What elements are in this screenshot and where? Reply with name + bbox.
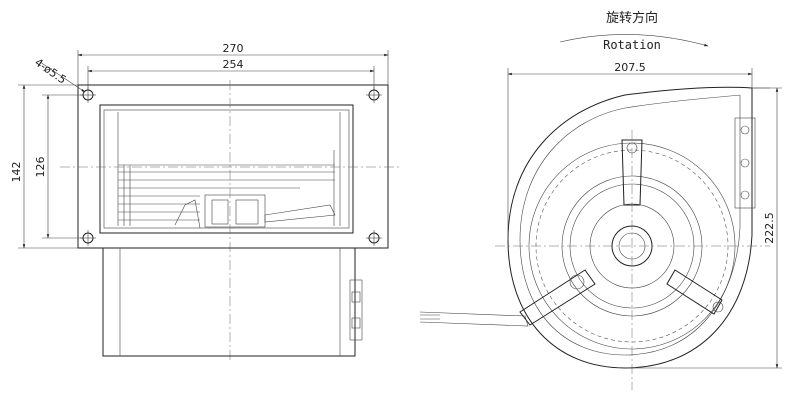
housing-width-label: 207.5 — [614, 61, 646, 74]
mount-flange — [77, 84, 389, 249]
dimension-overall-height: 142 — [10, 84, 78, 249]
rotation-arrow — [559, 34, 709, 47]
dimension-hole-spacing-height: 126 — [34, 94, 83, 239]
mount-holes-label: 4-ø5.5 — [32, 56, 68, 87]
rotation-label-cn: 旋转方向 — [606, 10, 658, 26]
impeller-blades-side — [117, 112, 341, 226]
hole-spacing-width-label: 254 — [223, 58, 244, 71]
dimension-housing-height: 222.5 — [625, 87, 782, 369]
front-view: 旋转方向 Rotation — [419, 10, 782, 390]
motor-body-side — [102, 247, 356, 357]
dimension-mount-holes: 4-ø5.5 — [32, 56, 86, 93]
housing-height-label: 222.5 — [763, 212, 776, 244]
motor-bracket-side — [174, 194, 336, 229]
blower-housing-side — [99, 104, 354, 234]
dimension-overall-width: 270 — [77, 42, 389, 85]
rotation-label-en: Rotation — [603, 38, 661, 52]
hole-spacing-height-label: 126 — [34, 157, 47, 178]
mount-holes — [80, 87, 382, 246]
scroll-housing — [507, 86, 753, 369]
side-view: 270 254 4-ø5.5 142 126 — [10, 42, 400, 360]
overall-width-label: 270 — [223, 42, 244, 55]
power-cable — [419, 311, 529, 327]
overall-height-label: 142 — [10, 162, 23, 183]
dimension-housing-width: 207.5 — [507, 61, 753, 240]
dimension-hole-spacing-width: 254 — [87, 58, 375, 90]
